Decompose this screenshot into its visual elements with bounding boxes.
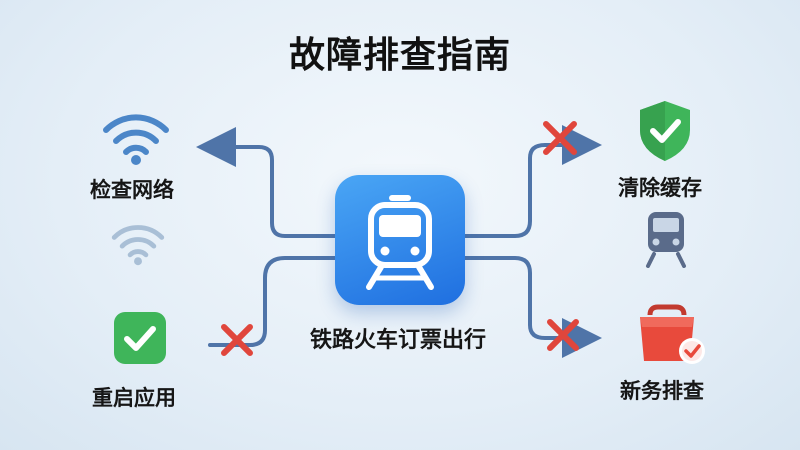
wifi-faded-icon [111,225,165,266]
connector-to-clear-cache [463,125,602,238]
train-icon [366,195,434,290]
cross-icon [543,121,577,155]
shield-check-icon [640,101,690,161]
clear-cache-label: 清除缓存 [618,176,702,200]
cross-icon [221,324,253,356]
connector-to-restart-app [208,256,337,347]
wifi-icon [103,114,169,165]
check-network-label: 检查网络 [90,178,174,202]
connector-to-check-network [196,127,337,238]
app-icon-tile [335,175,465,305]
cross-icon [547,319,579,351]
check-badge-icon [114,312,166,364]
bag-check-icon [640,304,705,364]
page-title: 故障排查指南 [288,35,511,76]
app-name-label: 铁路火车订票出行 [310,328,487,353]
connector-to-task-check [463,256,602,358]
train-small-icon [646,212,686,268]
task-check-label: 新务排查 [620,379,704,403]
restart-app-label: 重启应用 [92,386,176,410]
